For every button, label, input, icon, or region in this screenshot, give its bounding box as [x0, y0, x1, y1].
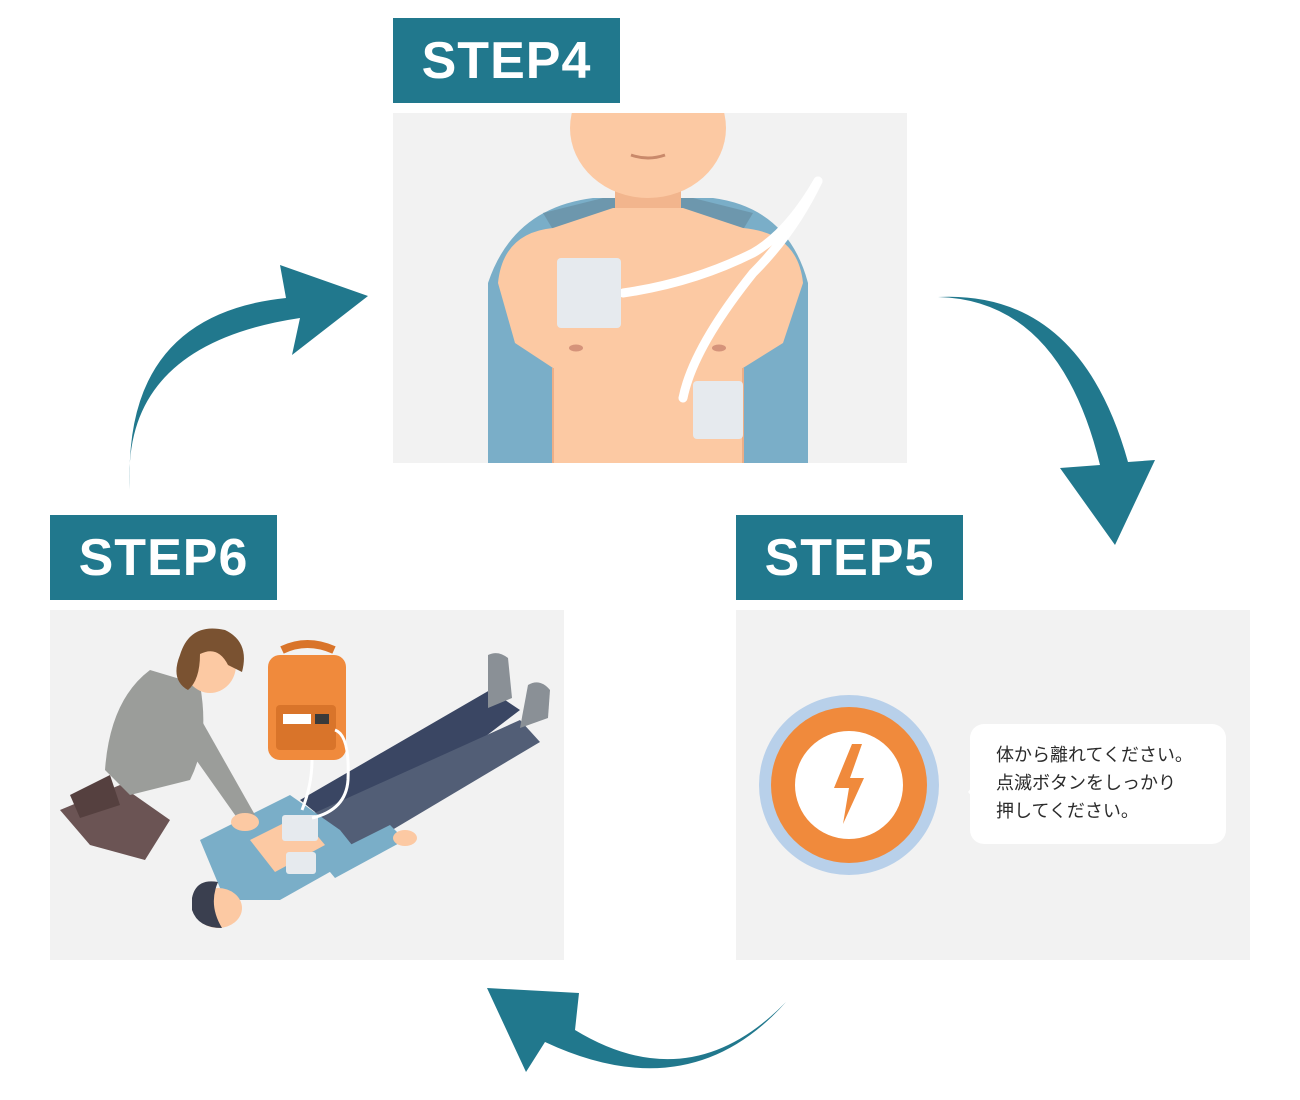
message-line-3: 押してください。	[996, 801, 1139, 822]
pad-upper-right	[557, 258, 621, 328]
pad-lower-left	[693, 381, 743, 439]
cpr-illustration	[60, 628, 550, 928]
step4-panel	[393, 113, 907, 463]
arrow-step4-to-step5	[938, 296, 1155, 545]
message-line-2: 点滅ボタンをしっかり	[996, 773, 1176, 794]
step6-label: STEP6	[50, 515, 277, 600]
message-line-1: 体から離れてください。	[996, 745, 1193, 766]
step6-panel	[50, 610, 564, 960]
lightning-icon	[834, 744, 864, 824]
step4-label: STEP4	[393, 18, 620, 103]
arrow-step6-to-step4	[129, 265, 368, 490]
step5-label: STEP5	[736, 515, 963, 600]
arrow-step5-to-step6	[487, 988, 786, 1072]
shock-button-illustration	[759, 695, 982, 875]
speech-bubble: 体から離れてください。 点滅ボタンをしっかり 押してください。	[970, 724, 1226, 844]
pad-placement-illustration	[488, 113, 823, 463]
